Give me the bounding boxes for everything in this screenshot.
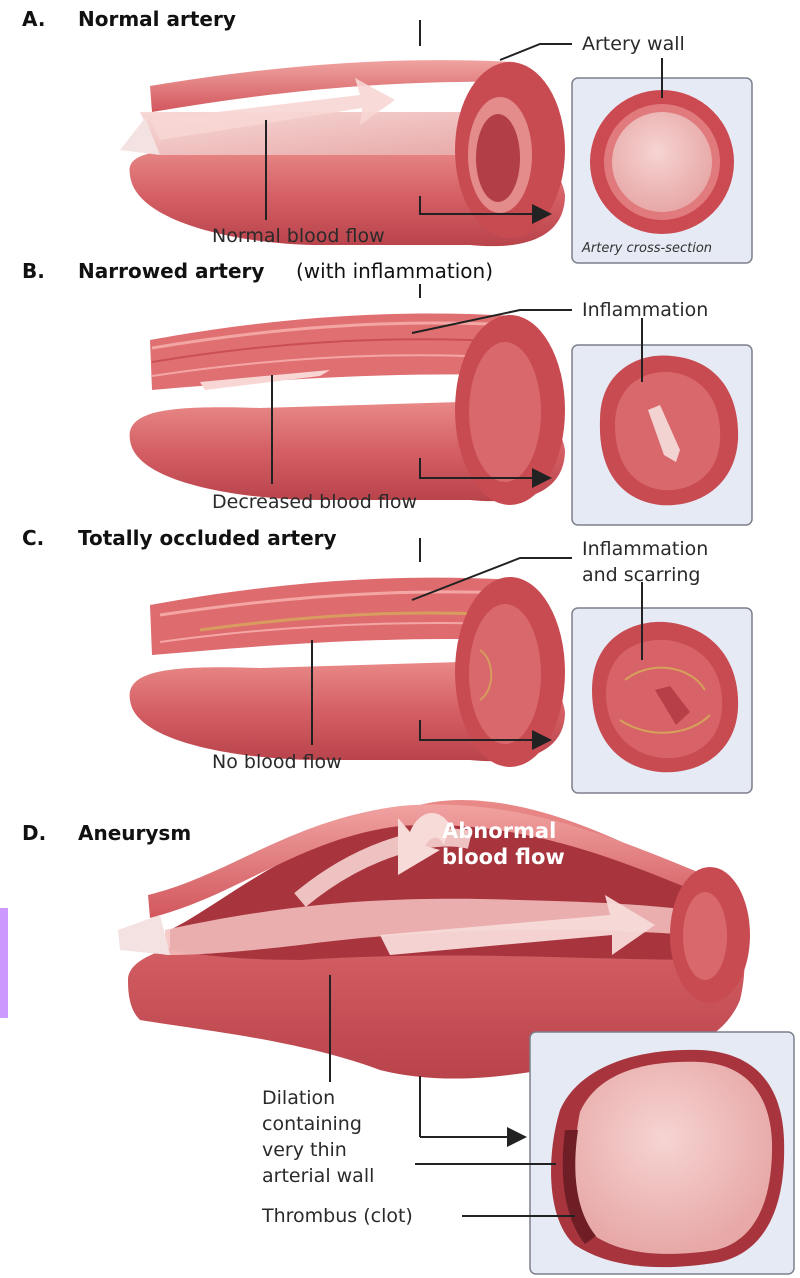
panel-c-letter: C. (22, 526, 44, 550)
panel-b: B. Narrowed artery (with inflammation) I… (22, 259, 752, 525)
panel-a: A. Normal artery Artery cross-sectio (22, 7, 752, 263)
occluded-artery-illustration (130, 577, 565, 767)
panel-b-letter: B. (22, 259, 45, 283)
abnormal-flow-label-1: Abnormal (442, 819, 556, 843)
dilation-label-2: containing (262, 1113, 362, 1135)
dilation-label-1: Dilation (262, 1087, 335, 1109)
panel-a-caption: Artery cross-section (581, 241, 712, 256)
label-inflammation: Inflammation (582, 299, 708, 321)
panel-a-letter: A. (22, 7, 45, 31)
normal-artery-illustration (120, 60, 565, 246)
dilation-label-4: arterial wall (262, 1165, 374, 1187)
aneurysm-cross-section (551, 1050, 784, 1267)
label-inflammation-scarring-2: and scarring (582, 564, 700, 586)
panel-a-title: Normal artery (78, 7, 236, 31)
normal-cross-section (590, 90, 734, 234)
label-thrombus: Thrombus (clot) (261, 1205, 413, 1227)
panel-c: C. Totally occluded artery Inflammation … (22, 526, 752, 793)
label-normal-blood-flow: Normal blood flow (212, 225, 385, 247)
narrowed-artery-illustration (130, 313, 565, 505)
label-artery-wall: Artery wall (582, 33, 685, 55)
label-inflammation-scarring-1: Inflammation (582, 538, 708, 560)
dilation-label-3: very thin (262, 1139, 347, 1161)
panel-c-title: Totally occluded artery (78, 526, 337, 550)
left-accent-bar (0, 908, 8, 1018)
panel-d-title: Aneurysm (78, 821, 191, 845)
abnormal-flow-label-2: blood flow (442, 845, 565, 869)
panel-b-subtitle: (with inflammation) (296, 259, 493, 283)
panel-d: D. Aneurysm Abnormal blood flow (22, 800, 794, 1274)
label-no-blood-flow: No blood flow (212, 751, 342, 773)
label-decreased-blood-flow: Decreased blood flow (212, 491, 417, 513)
panel-d-letter: D. (22, 821, 46, 845)
panel-b-title: Narrowed artery (78, 259, 264, 283)
narrowed-cross-section (600, 355, 738, 505)
artery-wall-leader (500, 44, 572, 60)
